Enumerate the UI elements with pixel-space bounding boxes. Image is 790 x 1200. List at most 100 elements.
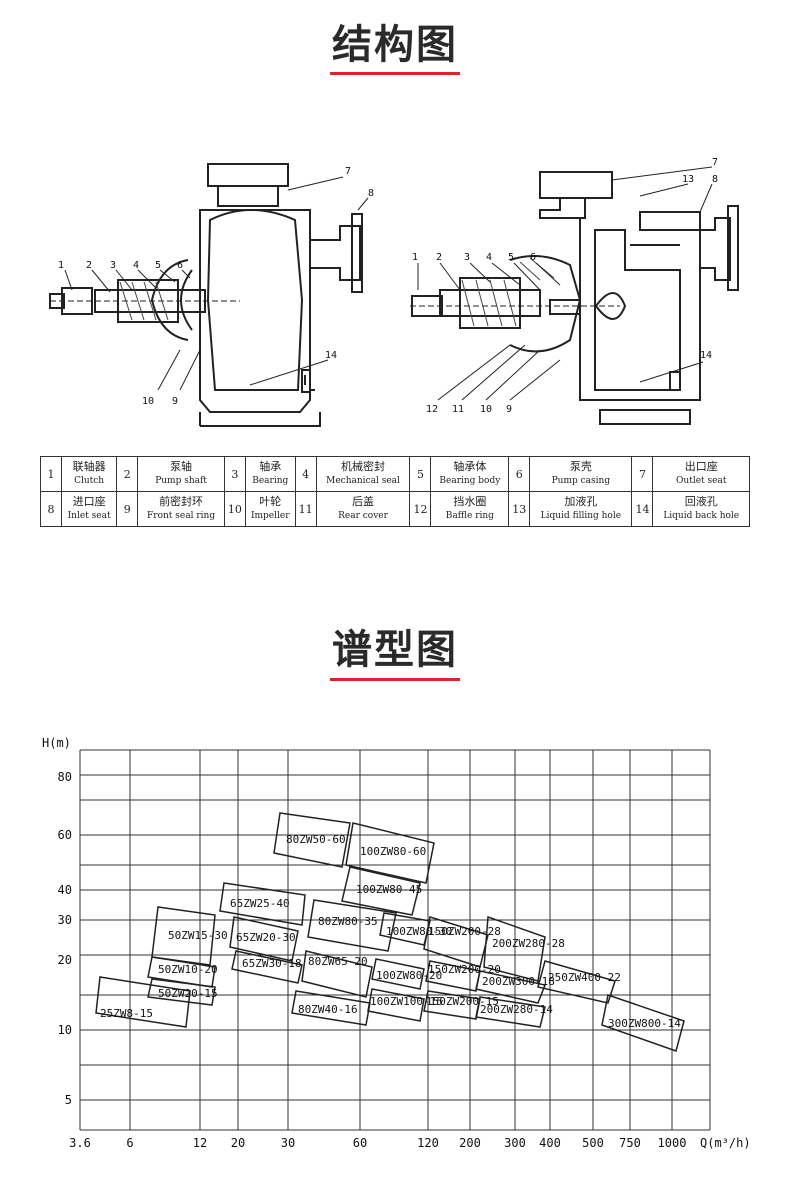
model-region [219, 882, 306, 926]
callout-left-10: 10 [142, 396, 154, 407]
model-label: 100ZW80-30 [386, 925, 452, 938]
model-region [423, 916, 489, 968]
model-label: 150ZW200-20 [428, 963, 501, 976]
x-tick-label: 1000 [658, 1136, 687, 1150]
part-num: 11 [294, 491, 317, 527]
model-label: 200ZW280-28 [492, 937, 565, 950]
model-region [341, 866, 421, 916]
model-region [475, 996, 546, 1028]
x-tick-label: 30 [281, 1136, 295, 1150]
callout-right-8: 8 [712, 174, 718, 185]
y-tick-label: 30 [58, 913, 72, 927]
callout-right-14: 14 [700, 350, 712, 361]
x-tick-label: 750 [619, 1136, 641, 1150]
y-tick-label: 20 [58, 953, 72, 967]
part-num: 9 [116, 491, 139, 527]
x-tick-label: 3.6 [69, 1136, 91, 1150]
callout-right-11: 11 [452, 404, 464, 415]
left-pump-drawing [49, 163, 363, 427]
model-label: 150ZW200-28 [428, 925, 501, 938]
model-label: 65ZW20-30 [236, 931, 296, 944]
model-region [425, 960, 481, 992]
callout-right-9: 9 [506, 404, 512, 415]
y-tick-label: 40 [58, 883, 72, 897]
y-tick-label: 80 [58, 770, 72, 784]
model-label: 250ZW400-22 [548, 971, 621, 984]
model-region [423, 990, 481, 1020]
part-num: 4 [294, 456, 317, 492]
right-pump-drawing [410, 171, 739, 425]
model-label: 50ZW20-15 [158, 987, 218, 1000]
x-tick-label: 20 [231, 1136, 245, 1150]
callout-right-3: 3 [464, 252, 470, 263]
callout-right-6: 6 [530, 252, 536, 263]
part-num: 6 [508, 456, 531, 492]
model-region [151, 906, 216, 966]
model-label: 100ZW80-60 [360, 845, 426, 858]
x-tick-label: 200 [459, 1136, 481, 1150]
callout-right-4: 4 [486, 252, 492, 263]
model-label: 80ZW80-35 [318, 915, 378, 928]
model-label: 150ZW200-15 [426, 995, 499, 1008]
y-axis-label: H(m) [42, 736, 71, 750]
callout-right-2: 2 [436, 252, 442, 263]
callout-right-12: 12 [426, 404, 438, 415]
callout-left-8: 8 [368, 188, 374, 199]
spectrum-section-title: 谱型图 [332, 627, 458, 673]
model-label: 300ZW800-14 [608, 1017, 681, 1030]
model-label: 65ZW25-40 [230, 897, 290, 910]
model-region [483, 915, 546, 982]
part-num: 3 [223, 456, 246, 492]
x-tick-label: 12 [193, 1136, 207, 1150]
x-tick-label: 300 [504, 1136, 526, 1150]
structure-title-underline [330, 72, 460, 75]
model-region [537, 960, 616, 1004]
callout-right-1: 1 [412, 252, 418, 263]
part-num: 8 [40, 491, 62, 527]
callout-right-13: 13 [682, 174, 694, 185]
callout-left-5: 5 [155, 260, 161, 271]
part-num: 1 [40, 456, 62, 492]
model-label: 50ZW15-30 [168, 929, 228, 942]
part-num: 2 [116, 456, 139, 492]
model-label: 200ZW300-18 [482, 975, 555, 988]
model-label: 50ZW10-20 [158, 963, 218, 976]
model-label: 25ZW8-15 [100, 1007, 153, 1020]
part-num: 13 [508, 491, 531, 527]
model-region [475, 970, 547, 1004]
model-region [95, 976, 191, 1028]
x-tick-label: 6 [126, 1136, 133, 1150]
model-label: 100ZW80-20 [376, 969, 442, 982]
x-axis-label: Q(m³/h) [700, 1136, 751, 1150]
model-region [367, 988, 425, 1022]
structure-section-title: 结构图 [332, 22, 458, 68]
model-region [291, 990, 371, 1026]
y-tick-label: 5 [65, 1093, 72, 1107]
part-num: 14 [631, 491, 654, 527]
x-tick-label: 120 [417, 1136, 439, 1150]
model-region [147, 978, 216, 1006]
spectrum-chart-svg: 80ZW50-60100ZW80-60100ZW80-4565ZW25-4080… [42, 736, 751, 1150]
callout-left-1: 1 [58, 260, 64, 271]
model-region [229, 916, 299, 962]
part-num: 5 [409, 456, 432, 492]
model-region [231, 950, 303, 984]
model-label: 200ZW280-14 [480, 1003, 553, 1016]
y-tick-label: 10 [58, 1023, 72, 1037]
callout-left-14: 14 [325, 350, 337, 361]
model-region [307, 899, 397, 952]
model-label: 65ZW30-18 [242, 957, 302, 970]
callout-left-9: 9 [172, 396, 178, 407]
